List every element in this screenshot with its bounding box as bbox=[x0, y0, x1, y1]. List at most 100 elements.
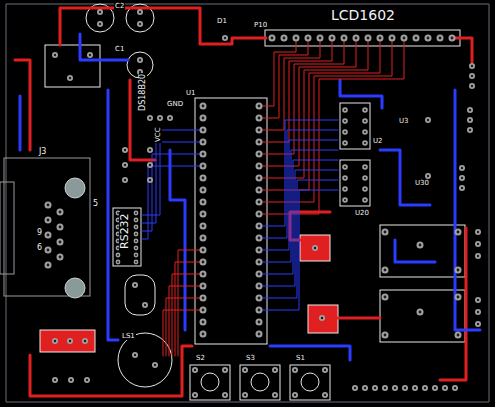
pad-hole bbox=[384, 231, 387, 234]
pad-hole bbox=[427, 37, 430, 40]
silkscreen-label: U2 bbox=[372, 138, 384, 145]
pad-hole bbox=[258, 153, 261, 156]
pad-hole bbox=[202, 237, 205, 240]
pad bbox=[389, 35, 396, 42]
pad-hole bbox=[344, 199, 346, 201]
pad bbox=[256, 235, 263, 242]
pad bbox=[469, 83, 475, 89]
pad bbox=[382, 229, 389, 236]
pad bbox=[200, 235, 207, 242]
pad-hole bbox=[202, 165, 205, 168]
pad bbox=[200, 175, 207, 182]
pad bbox=[142, 302, 148, 308]
pad bbox=[256, 283, 263, 290]
pad-hole bbox=[84, 340, 86, 342]
pad-hole bbox=[202, 177, 205, 180]
pad-hole bbox=[321, 317, 323, 319]
pad-hole bbox=[169, 117, 171, 119]
pad bbox=[137, 9, 143, 15]
pad-hole bbox=[319, 37, 322, 40]
pad bbox=[341, 35, 348, 42]
pad bbox=[132, 282, 138, 288]
pad bbox=[132, 352, 138, 358]
pad-hole bbox=[457, 269, 460, 272]
pad-hole bbox=[135, 254, 137, 256]
pad bbox=[122, 147, 128, 153]
pad-hole bbox=[202, 105, 205, 108]
pad-hole bbox=[47, 264, 50, 267]
pad-hole bbox=[258, 261, 261, 264]
pad-hole bbox=[258, 273, 261, 276]
pad bbox=[200, 223, 207, 230]
pad bbox=[134, 253, 139, 258]
pad-hole bbox=[477, 243, 479, 245]
pad-hole bbox=[274, 394, 276, 396]
top-trace bbox=[452, 38, 472, 62]
pad bbox=[459, 175, 465, 181]
silkscreen-label: S1 bbox=[295, 355, 306, 362]
pad bbox=[452, 385, 458, 391]
ic-outline bbox=[340, 103, 370, 149]
bus-trace bbox=[262, 40, 380, 190]
pad-hole bbox=[258, 285, 261, 288]
silkscreen-label: U3 bbox=[398, 118, 410, 125]
pad-hole bbox=[364, 199, 366, 201]
pad bbox=[425, 173, 431, 179]
pad bbox=[256, 127, 263, 134]
signal-trace bbox=[142, 166, 200, 239]
pad bbox=[200, 211, 207, 218]
pad bbox=[467, 107, 473, 113]
pad bbox=[147, 115, 153, 121]
pad-hole bbox=[134, 354, 136, 356]
pad-hole bbox=[477, 311, 479, 313]
pad bbox=[134, 232, 139, 237]
pad-hole bbox=[471, 85, 473, 87]
pad-hole bbox=[391, 37, 394, 40]
pad bbox=[269, 35, 276, 42]
signal-trace bbox=[262, 140, 338, 250]
silkscreen-label: 5 bbox=[92, 200, 99, 208]
signal-trace bbox=[178, 250, 200, 356]
pad bbox=[242, 367, 248, 373]
silkscreen-label: RS232 bbox=[119, 212, 130, 250]
pad bbox=[256, 259, 263, 266]
pad-hole bbox=[59, 241, 62, 244]
pad-hole bbox=[258, 201, 261, 204]
pad-hole bbox=[331, 37, 334, 40]
pad bbox=[200, 151, 207, 158]
pad-hole bbox=[202, 129, 205, 132]
pad bbox=[200, 283, 207, 290]
pad bbox=[45, 202, 52, 209]
pad bbox=[57, 224, 64, 231]
pad bbox=[57, 239, 64, 246]
silkscreen-label: C1 bbox=[114, 46, 125, 53]
pad-hole bbox=[47, 234, 50, 237]
pad-hole bbox=[354, 387, 356, 389]
pad-hole bbox=[202, 213, 205, 216]
pad-hole bbox=[135, 261, 137, 263]
relay-outline bbox=[380, 225, 465, 277]
pad-hole bbox=[364, 188, 366, 190]
pad-hole bbox=[364, 131, 366, 133]
pad bbox=[200, 295, 207, 302]
pad-hole bbox=[364, 166, 366, 168]
pad-hole bbox=[54, 379, 56, 381]
signal-trace bbox=[262, 150, 338, 262]
pad-hole bbox=[364, 387, 366, 389]
pad bbox=[134, 239, 139, 244]
pad-hole bbox=[454, 387, 456, 389]
pad bbox=[192, 392, 198, 398]
pad bbox=[475, 309, 481, 315]
pad-hole bbox=[202, 153, 205, 156]
pad bbox=[222, 367, 228, 373]
pad-hole bbox=[224, 37, 226, 39]
pad bbox=[256, 223, 263, 230]
pad-hole bbox=[202, 261, 205, 264]
pad-hole bbox=[258, 309, 261, 312]
pad-hole bbox=[457, 296, 460, 299]
pad bbox=[432, 385, 438, 391]
top-trace bbox=[338, 317, 380, 320]
pad-hole bbox=[379, 37, 382, 40]
pad bbox=[412, 385, 418, 391]
pad-hole bbox=[194, 369, 196, 371]
